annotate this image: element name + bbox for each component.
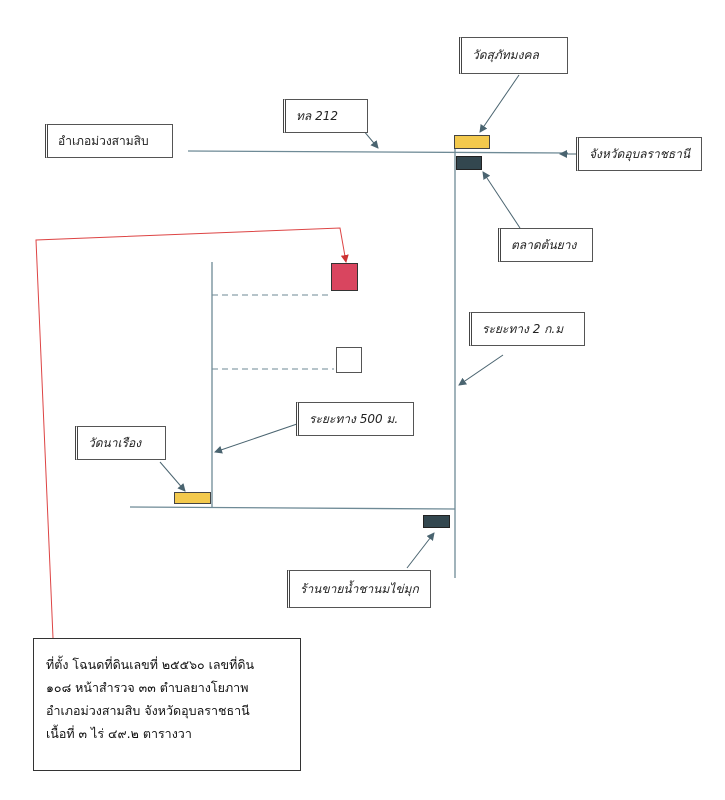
arrow-market xyxy=(482,171,521,229)
arrow-temple-na-rueang xyxy=(159,461,186,492)
location-info-line-2: ๑๐๘ หน้าสำรวจ ๓๓ ตำบลยางโยภาพ xyxy=(46,680,249,695)
target-lot-marker xyxy=(331,263,358,291)
arrow-distance-2km xyxy=(458,354,504,386)
empty-lot-marker xyxy=(336,347,362,373)
arrow-distance-500m xyxy=(214,423,298,454)
market-marker xyxy=(456,156,482,170)
temple-suphattham-label: วัดสุภัทมงคล xyxy=(459,37,568,74)
location-info-line-4: เนื้อที่ ๓ ไร่ ๔๙.๒ ตารางวา xyxy=(46,726,192,741)
province-label: จังหวัดอุบลราชธานี xyxy=(576,137,702,171)
red-pointer-line xyxy=(35,227,349,639)
main-road-horizontal xyxy=(187,150,569,154)
temple-na-rueang-marker xyxy=(174,492,211,504)
highway-label: ทล 212 xyxy=(283,99,368,133)
lower-road-horizontal xyxy=(129,506,456,510)
arrow-shop xyxy=(406,532,435,569)
location-info-line-1: ที่ตั้ง โฉนดที่ดินเลขที่ ๒๕๕๖๐ เลขที่ดิน xyxy=(46,657,254,672)
market-label: ตลาดต้นยาง xyxy=(498,228,593,262)
location-info-line-3: อำเภอม่วงสามสิบ จังหวัดอุบลราชธานี xyxy=(46,703,250,718)
amphoe-label: อำเภอม่วงสามสิบ xyxy=(45,124,173,158)
arrow-temple-suphattham xyxy=(479,74,520,133)
temple-na-rueang-label: วัดนาเรือง xyxy=(75,426,166,460)
distance-500m-label: ระยะทาง 500 ม. xyxy=(296,402,414,436)
distance-2km-label: ระยะทาง 2 ก.ม xyxy=(469,312,585,346)
location-info-box: ที่ตั้ง โฉนดที่ดินเลขที่ ๒๕๕๖๐ เลขที่ดิน… xyxy=(33,638,301,771)
temple-suphattham-marker xyxy=(454,135,490,149)
shop-label: ร้านขายน้ำชานมไข่มุก xyxy=(287,570,431,608)
shop-marker xyxy=(423,515,450,528)
